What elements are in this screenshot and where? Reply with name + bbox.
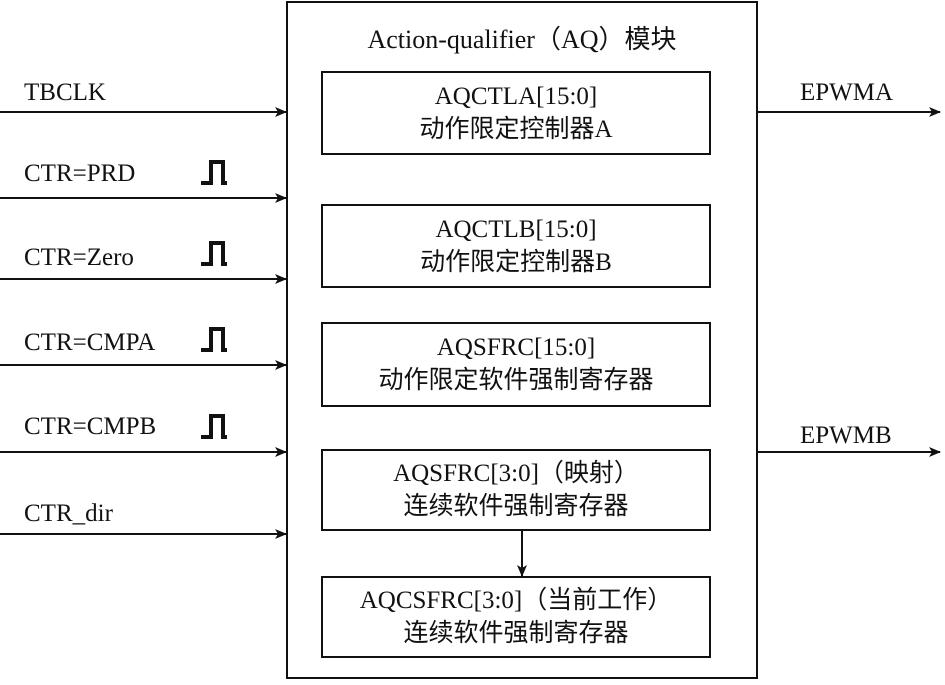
register-desc: 连续软件强制寄存器 (403, 493, 629, 520)
register-desc: 动作限定控制器A (419, 116, 613, 143)
module-title: Action-qualifier（AQ）模块 (367, 25, 677, 54)
register-aqctla: AQCTLA[15:0] 动作限定控制器A (322, 80, 710, 146)
input-label-ctr-dir: CTR_dir (24, 500, 113, 527)
register-box-aqctla (321, 71, 711, 155)
register-aqsfrc-shadow: AQSFRC[3:0]（映射） 连续软件强制寄存器 (322, 457, 710, 523)
register-name: AQCTLA[15:0] (434, 83, 598, 110)
register-aqsfrc: AQSFRC[15:0] 动作限定软件强制寄存器 (322, 331, 710, 397)
register-name: AQSFRC[3:0]（映射） (393, 460, 639, 487)
output-label-epwma: EPWMA (800, 79, 894, 106)
module-box (286, 1, 758, 679)
pulse-icon (201, 160, 227, 185)
input-label-ctr-prd: CTR=PRD (24, 160, 136, 187)
input-label-ctr-cmpa: CTR=CMPA (24, 329, 156, 356)
register-box-aqsfrc (321, 322, 711, 407)
register-name: AQCTLB[15:0] (435, 216, 597, 243)
input-label-ctr-cmpb: CTR=CMPB (24, 413, 157, 440)
register-name: AQSFRC[15:0] (436, 334, 596, 361)
register-desc: 动作限定软件强制寄存器 (378, 367, 654, 394)
pulse-icon (201, 327, 227, 352)
register-desc: 连续软件强制寄存器 (403, 620, 629, 647)
pulse-icon (201, 241, 227, 266)
register-box-aqcsfrc (321, 576, 711, 658)
input-label-ctr-zero: CTR=Zero (24, 244, 134, 271)
register-name: AQCSFRC[3:0]（当前工作） (359, 587, 673, 614)
register-box-aqsfrc-shadow (321, 449, 711, 531)
output-label-epwmb: EPWMB (800, 422, 892, 449)
pulse-icon (201, 414, 227, 439)
register-aqctlb: AQCTLB[15:0] 动作限定控制器B (322, 213, 710, 279)
register-aqcsfrc: AQCSFRC[3:0]（当前工作） 连续软件强制寄存器 (322, 584, 710, 650)
input-label-tbclk: TBCLK (24, 79, 106, 106)
register-box-aqctlb (321, 204, 711, 288)
register-desc: 动作限定控制器B (420, 249, 612, 276)
